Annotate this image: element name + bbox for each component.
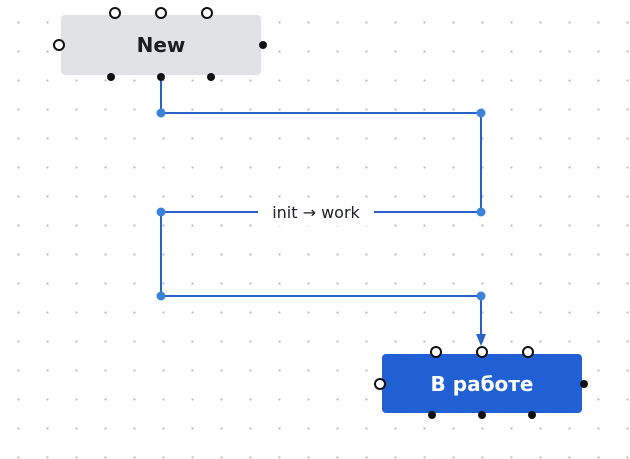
input-port[interactable] (374, 378, 386, 390)
input-port[interactable] (522, 346, 534, 358)
edge-bend-point[interactable] (156, 291, 166, 301)
edge-label[interactable]: init → work (258, 198, 374, 226)
input-port[interactable] (476, 346, 488, 358)
input-port[interactable] (109, 7, 121, 19)
input-port[interactable] (53, 39, 65, 51)
edge-bend-point[interactable] (476, 108, 486, 118)
output-port[interactable] (528, 411, 536, 419)
output-port[interactable] (207, 73, 215, 81)
output-port[interactable] (428, 411, 436, 419)
edge-bend-point[interactable] (156, 207, 166, 217)
edge-bend-point[interactable] (156, 108, 166, 118)
output-port[interactable] (157, 73, 165, 81)
input-port[interactable] (430, 346, 442, 358)
edge-bend-point[interactable] (476, 207, 486, 217)
state-node-in-work[interactable]: В работе (382, 354, 582, 413)
output-port[interactable] (107, 73, 115, 81)
input-port[interactable] (201, 7, 213, 19)
state-node-label: В работе (430, 371, 534, 396)
output-port[interactable] (478, 411, 486, 419)
state-node-label: New (136, 33, 186, 57)
output-port[interactable] (259, 41, 267, 49)
input-port[interactable] (155, 7, 167, 19)
output-port[interactable] (580, 380, 588, 388)
state-node-new[interactable]: New (61, 15, 261, 75)
edge-arrowhead (476, 334, 486, 346)
edge-bend-point[interactable] (476, 291, 486, 301)
edge-label-text: init → work (272, 202, 360, 222)
